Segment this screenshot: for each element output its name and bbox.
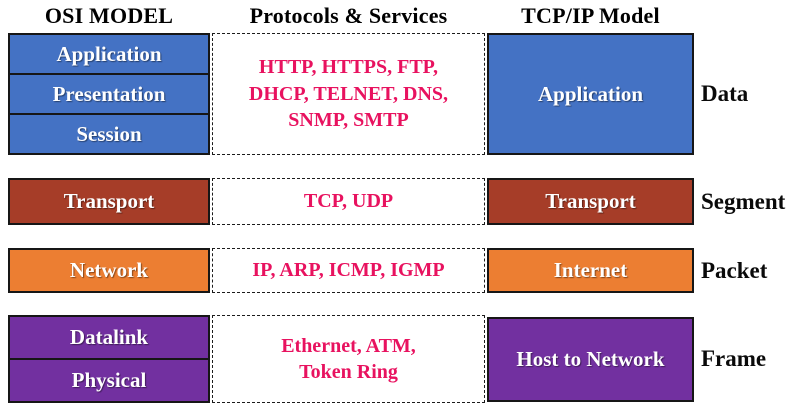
protocols-box-network: IP, ARP, ICMP, IGMP — [212, 248, 485, 293]
protocol-line: IP, ARP, ICMP, IGMP — [252, 259, 445, 282]
tcpip-layer-host-to-network: Host to Network — [487, 317, 694, 402]
pdu-label-frame: Frame — [701, 346, 767, 371]
column-header-protocols-services: Protocols & Services — [249, 3, 448, 28]
osi-lower-layers-stack: Datalink Physical — [8, 315, 210, 403]
protocol-line: Ethernet, ATM, — [281, 334, 416, 357]
protocol-line: DHCP, TELNET, DNS, — [248, 82, 449, 105]
pdu-label-segment: Segment — [701, 188, 786, 214]
osi-layer-session: Session — [10, 113, 208, 153]
osi-layer-physical: Physical — [10, 358, 208, 401]
protocols-box-application: HTTP, HTTPS, FTP, DHCP, TELNET, DNS, SNM… — [212, 33, 485, 155]
tcpip-layer-internet: Internet — [487, 248, 694, 293]
protocol-line: SNMP, SMTP — [288, 109, 409, 132]
column-header-osi-model: OSI MODEL — [44, 3, 174, 28]
pdu-label-data: Data — [701, 81, 749, 106]
pdu-label-packet: Packet — [701, 257, 768, 283]
osi-upper-layers-stack: Application Presentation Session — [8, 33, 210, 155]
protocol-line: TCP, UDP — [303, 190, 394, 213]
protocol-line: HTTP, HTTPS, FTP, — [258, 56, 439, 79]
protocols-box-transport: TCP, UDP — [212, 178, 485, 225]
tcpip-layer-application: Application — [487, 33, 694, 155]
osi-layer-datalink: Datalink — [69, 325, 149, 349]
protocol-line: Token Ring — [299, 361, 398, 383]
tcpip-layer-transport: Transport — [487, 178, 694, 225]
protocols-box-datalink: Ethernet, ATM, Token Ring — [212, 315, 485, 403]
osi-layer-transport: Transport — [8, 178, 210, 225]
column-header-tcpip-model: TCP/IP Model — [521, 3, 660, 28]
osi-layer-presentation: Presentation — [10, 73, 208, 113]
osi-layer-network: Network — [8, 248, 210, 293]
osi-layer-application: Application — [56, 41, 162, 66]
